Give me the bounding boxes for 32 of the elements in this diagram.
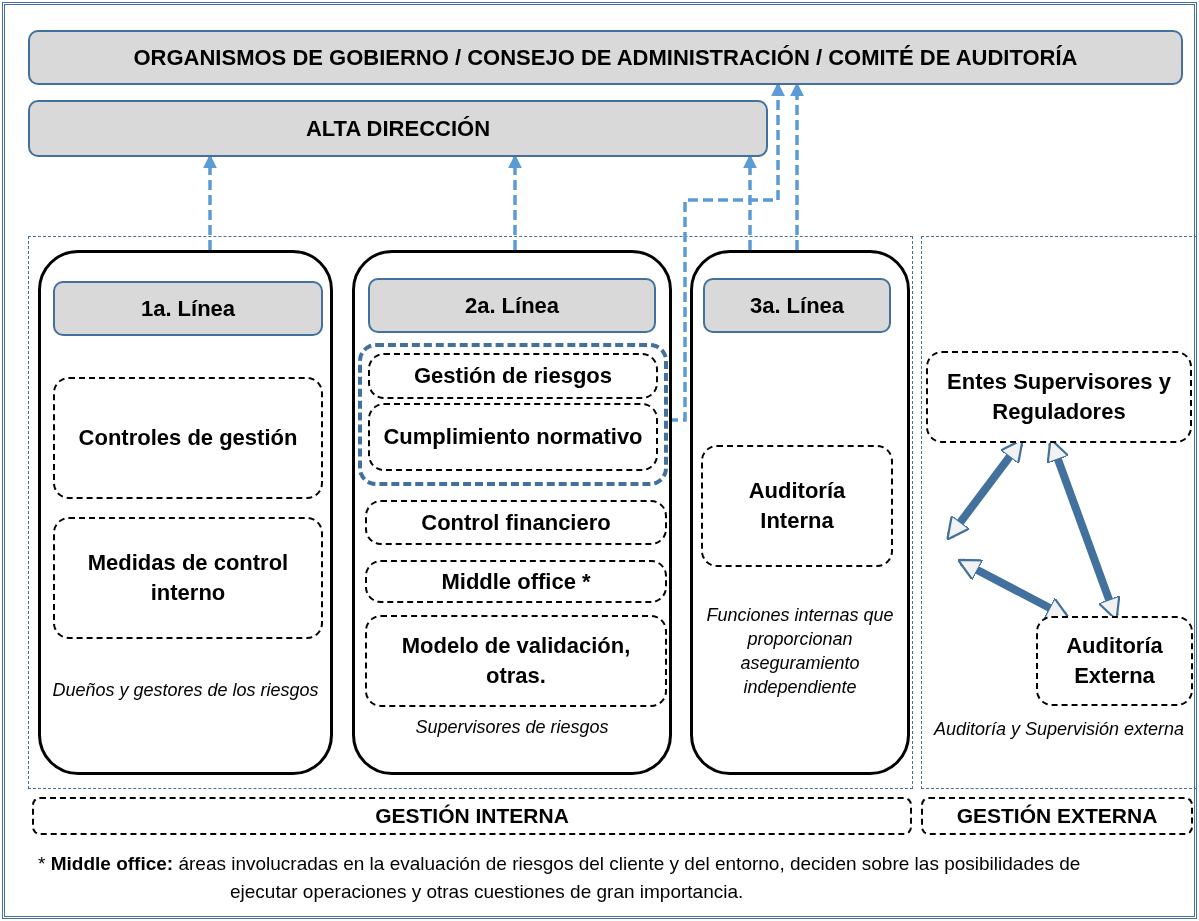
text-box: Auditoría Externa	[1036, 616, 1193, 706]
header-box: 2a. Línea	[368, 278, 656, 333]
header-box: 3a. Línea	[703, 278, 891, 333]
caption-text: Dueños y gestores de los riesgos	[51, 679, 320, 702]
header-box: ALTA DIRECCIÓN	[28, 100, 768, 157]
text-box: Middle office *	[365, 560, 667, 603]
text-box: Auditoría Interna	[701, 445, 893, 567]
caption-text: Supervisores de riesgos	[414, 716, 610, 739]
text-box: Control financiero	[365, 500, 667, 545]
dashed-group	[358, 343, 668, 486]
text-box: Cumplimiento normativo	[368, 403, 658, 471]
header-box: 1a. Línea	[53, 281, 323, 336]
text-box: Gestión de riesgos	[368, 353, 658, 399]
caption-text: Funciones internas que proporcionan aseguramiento independiente	[705, 604, 895, 699]
text-box: Entes Supervisores y Reguladores	[926, 351, 1192, 443]
dashed-region	[921, 236, 1197, 789]
dashed-arrow	[203, 154, 217, 250]
line-column	[690, 250, 910, 775]
text-box: Modelo de validación, otras.	[365, 615, 667, 707]
double-arrow	[957, 558, 1070, 620]
dashed-arrow	[508, 154, 522, 250]
text-box: GESTIÓN INTERNA	[32, 797, 912, 835]
text-box: Controles de gestión	[53, 377, 323, 499]
footnote-text: *Middle office: áreas involucradas en la evaluación de riesgos del cliente y del entorno, deciden sobre las posibilidades de ejecutar operaciones y otras cuestiones de gran importancia.	[38, 852, 1082, 904]
header-box: ORGANISMOS DE GOBIERNO / CONSEJO DE ADMINISTRACIÓN / COMITÉ DE AUDITORÍA	[28, 30, 1183, 85]
dashed-arrow	[790, 82, 804, 250]
caption-text: Auditoría y Supervisión externa	[932, 718, 1186, 741]
line-column	[38, 250, 333, 775]
dashed-arrow	[743, 154, 757, 250]
line-column	[352, 250, 672, 775]
text-box: Medidas de control interno	[53, 517, 323, 639]
text-box: GESTIÓN EXTERNA	[921, 797, 1193, 835]
